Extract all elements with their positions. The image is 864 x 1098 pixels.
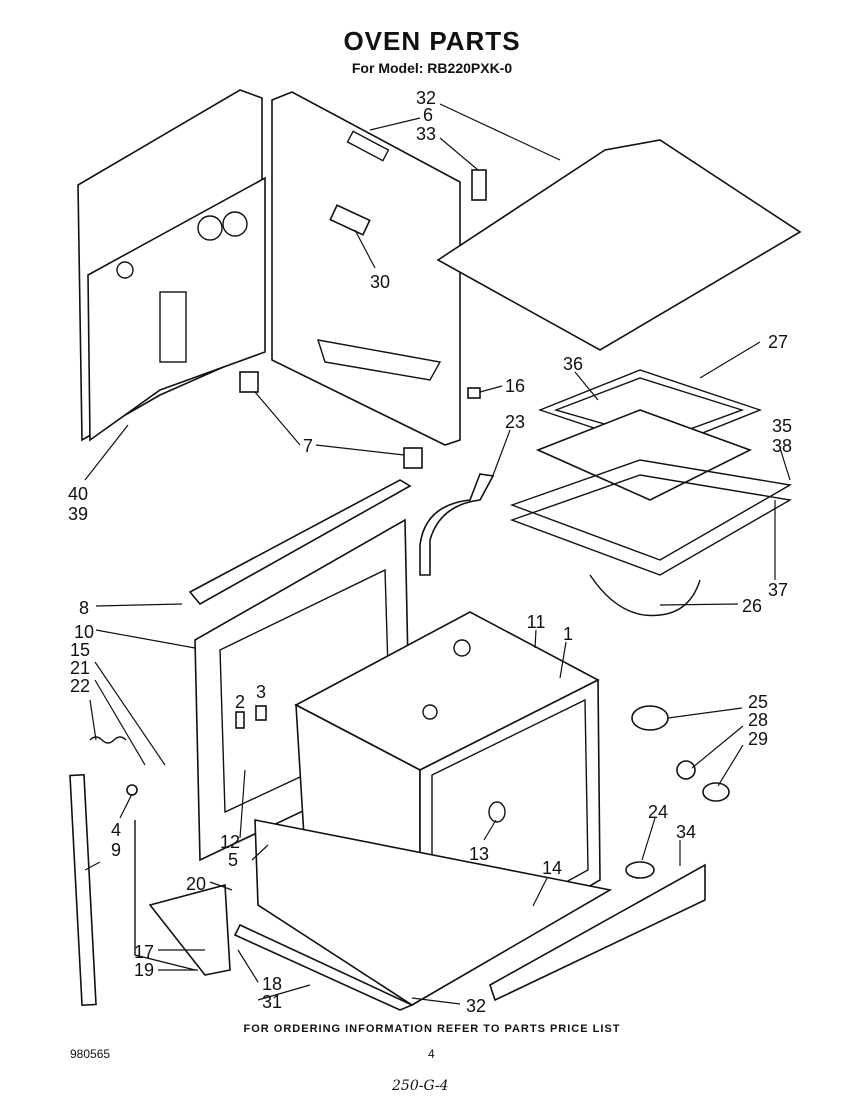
hinge-part xyxy=(148,883,231,976)
handwritten-note: 250-G-4 xyxy=(392,1078,449,1094)
callout-18: 18 xyxy=(262,974,282,994)
rear-panel-part xyxy=(271,91,461,446)
callout-7: 7 xyxy=(303,436,313,456)
callout-11: 1 xyxy=(563,624,573,644)
callout-26: 26 xyxy=(742,596,762,616)
callout-2: 2 xyxy=(235,692,245,712)
callout-4: 4 xyxy=(111,820,121,840)
callout-12: 12 xyxy=(220,832,240,852)
lamp-socket-part xyxy=(676,760,696,780)
fuse-3-part xyxy=(255,705,267,721)
callout-16: 16 xyxy=(505,376,525,396)
callout-20: 20 xyxy=(186,874,206,894)
callout-36: 36 xyxy=(563,354,583,374)
callout-32-bottom: 32 xyxy=(466,996,486,1016)
top-panel-part xyxy=(436,139,802,351)
broil-pan-part xyxy=(535,409,753,501)
clip-16-part xyxy=(467,387,481,399)
washer-part xyxy=(126,784,138,796)
leader-lines xyxy=(84,103,791,1005)
callout-29: 29 xyxy=(748,729,768,749)
callout-34: 34 xyxy=(676,822,696,842)
ordering-note: FOR ORDERING INFORMATION REFER TO PARTS … xyxy=(243,1023,621,1035)
callout-5: 5 xyxy=(228,850,238,870)
hinge-rod-part xyxy=(134,820,196,971)
page-number: 4 xyxy=(428,1047,435,1061)
callout-3: 3 xyxy=(256,682,266,702)
bottom-strip-part xyxy=(233,923,414,1011)
callout-23: 23 xyxy=(505,412,525,432)
callout-1: 10 xyxy=(74,622,94,642)
bottom-panel-part xyxy=(254,819,613,1006)
callout-33: 33 xyxy=(416,124,436,144)
grille-part xyxy=(489,863,706,1002)
callout-21: 21 xyxy=(70,658,90,678)
callout-8: 8 xyxy=(79,598,89,618)
callout-14: 14 xyxy=(542,858,562,878)
back-panel-part xyxy=(77,89,266,442)
front-top-strip-part xyxy=(188,479,412,606)
bracket-7a-part xyxy=(239,371,259,393)
bracket-7b-part xyxy=(403,447,423,469)
page-title: OVEN PARTS xyxy=(343,26,521,56)
callout-19: 19 xyxy=(134,960,154,980)
vent-tube-part xyxy=(419,473,495,576)
lamp-bulb-part xyxy=(702,782,730,802)
callout-30: 30 xyxy=(370,272,390,292)
bracket-33-part xyxy=(471,169,487,201)
lamp-cover-part xyxy=(631,705,669,731)
fuse-2-part xyxy=(235,711,245,729)
callout-13: 13 xyxy=(469,844,489,864)
callout-6: 6 xyxy=(423,105,433,125)
callout-38: 38 xyxy=(772,436,792,456)
callout-24: 24 xyxy=(648,802,668,822)
callout-28: 28 xyxy=(748,710,768,730)
callout-37: 37 xyxy=(768,580,788,600)
callout-35: 35 xyxy=(772,416,792,436)
callout-25: 25 xyxy=(748,692,768,712)
callout-15: 15 xyxy=(70,640,90,660)
document-number: 980565 xyxy=(70,1047,111,1061)
callout-40: 40 xyxy=(68,484,88,504)
callout-39: 39 xyxy=(68,504,88,524)
callout-22: 22 xyxy=(70,676,90,696)
model-subtitle: For Model: RB220PXK-0 xyxy=(351,60,513,76)
sensor-part xyxy=(625,861,655,879)
callout-17: 17 xyxy=(134,942,154,962)
oven-rack-part xyxy=(509,459,793,617)
callout-10: 11 xyxy=(527,612,546,632)
callout-27: 27 xyxy=(768,332,788,352)
callout-labels: 32 6 33 30 27 36 16 35 38 7 23 40 39 37 … xyxy=(68,88,792,1016)
callout-31: 31 xyxy=(262,992,282,1012)
side-trim-part xyxy=(69,773,97,1007)
callout-9: 9 xyxy=(111,840,121,860)
callout-32-top: 32 xyxy=(416,88,436,108)
